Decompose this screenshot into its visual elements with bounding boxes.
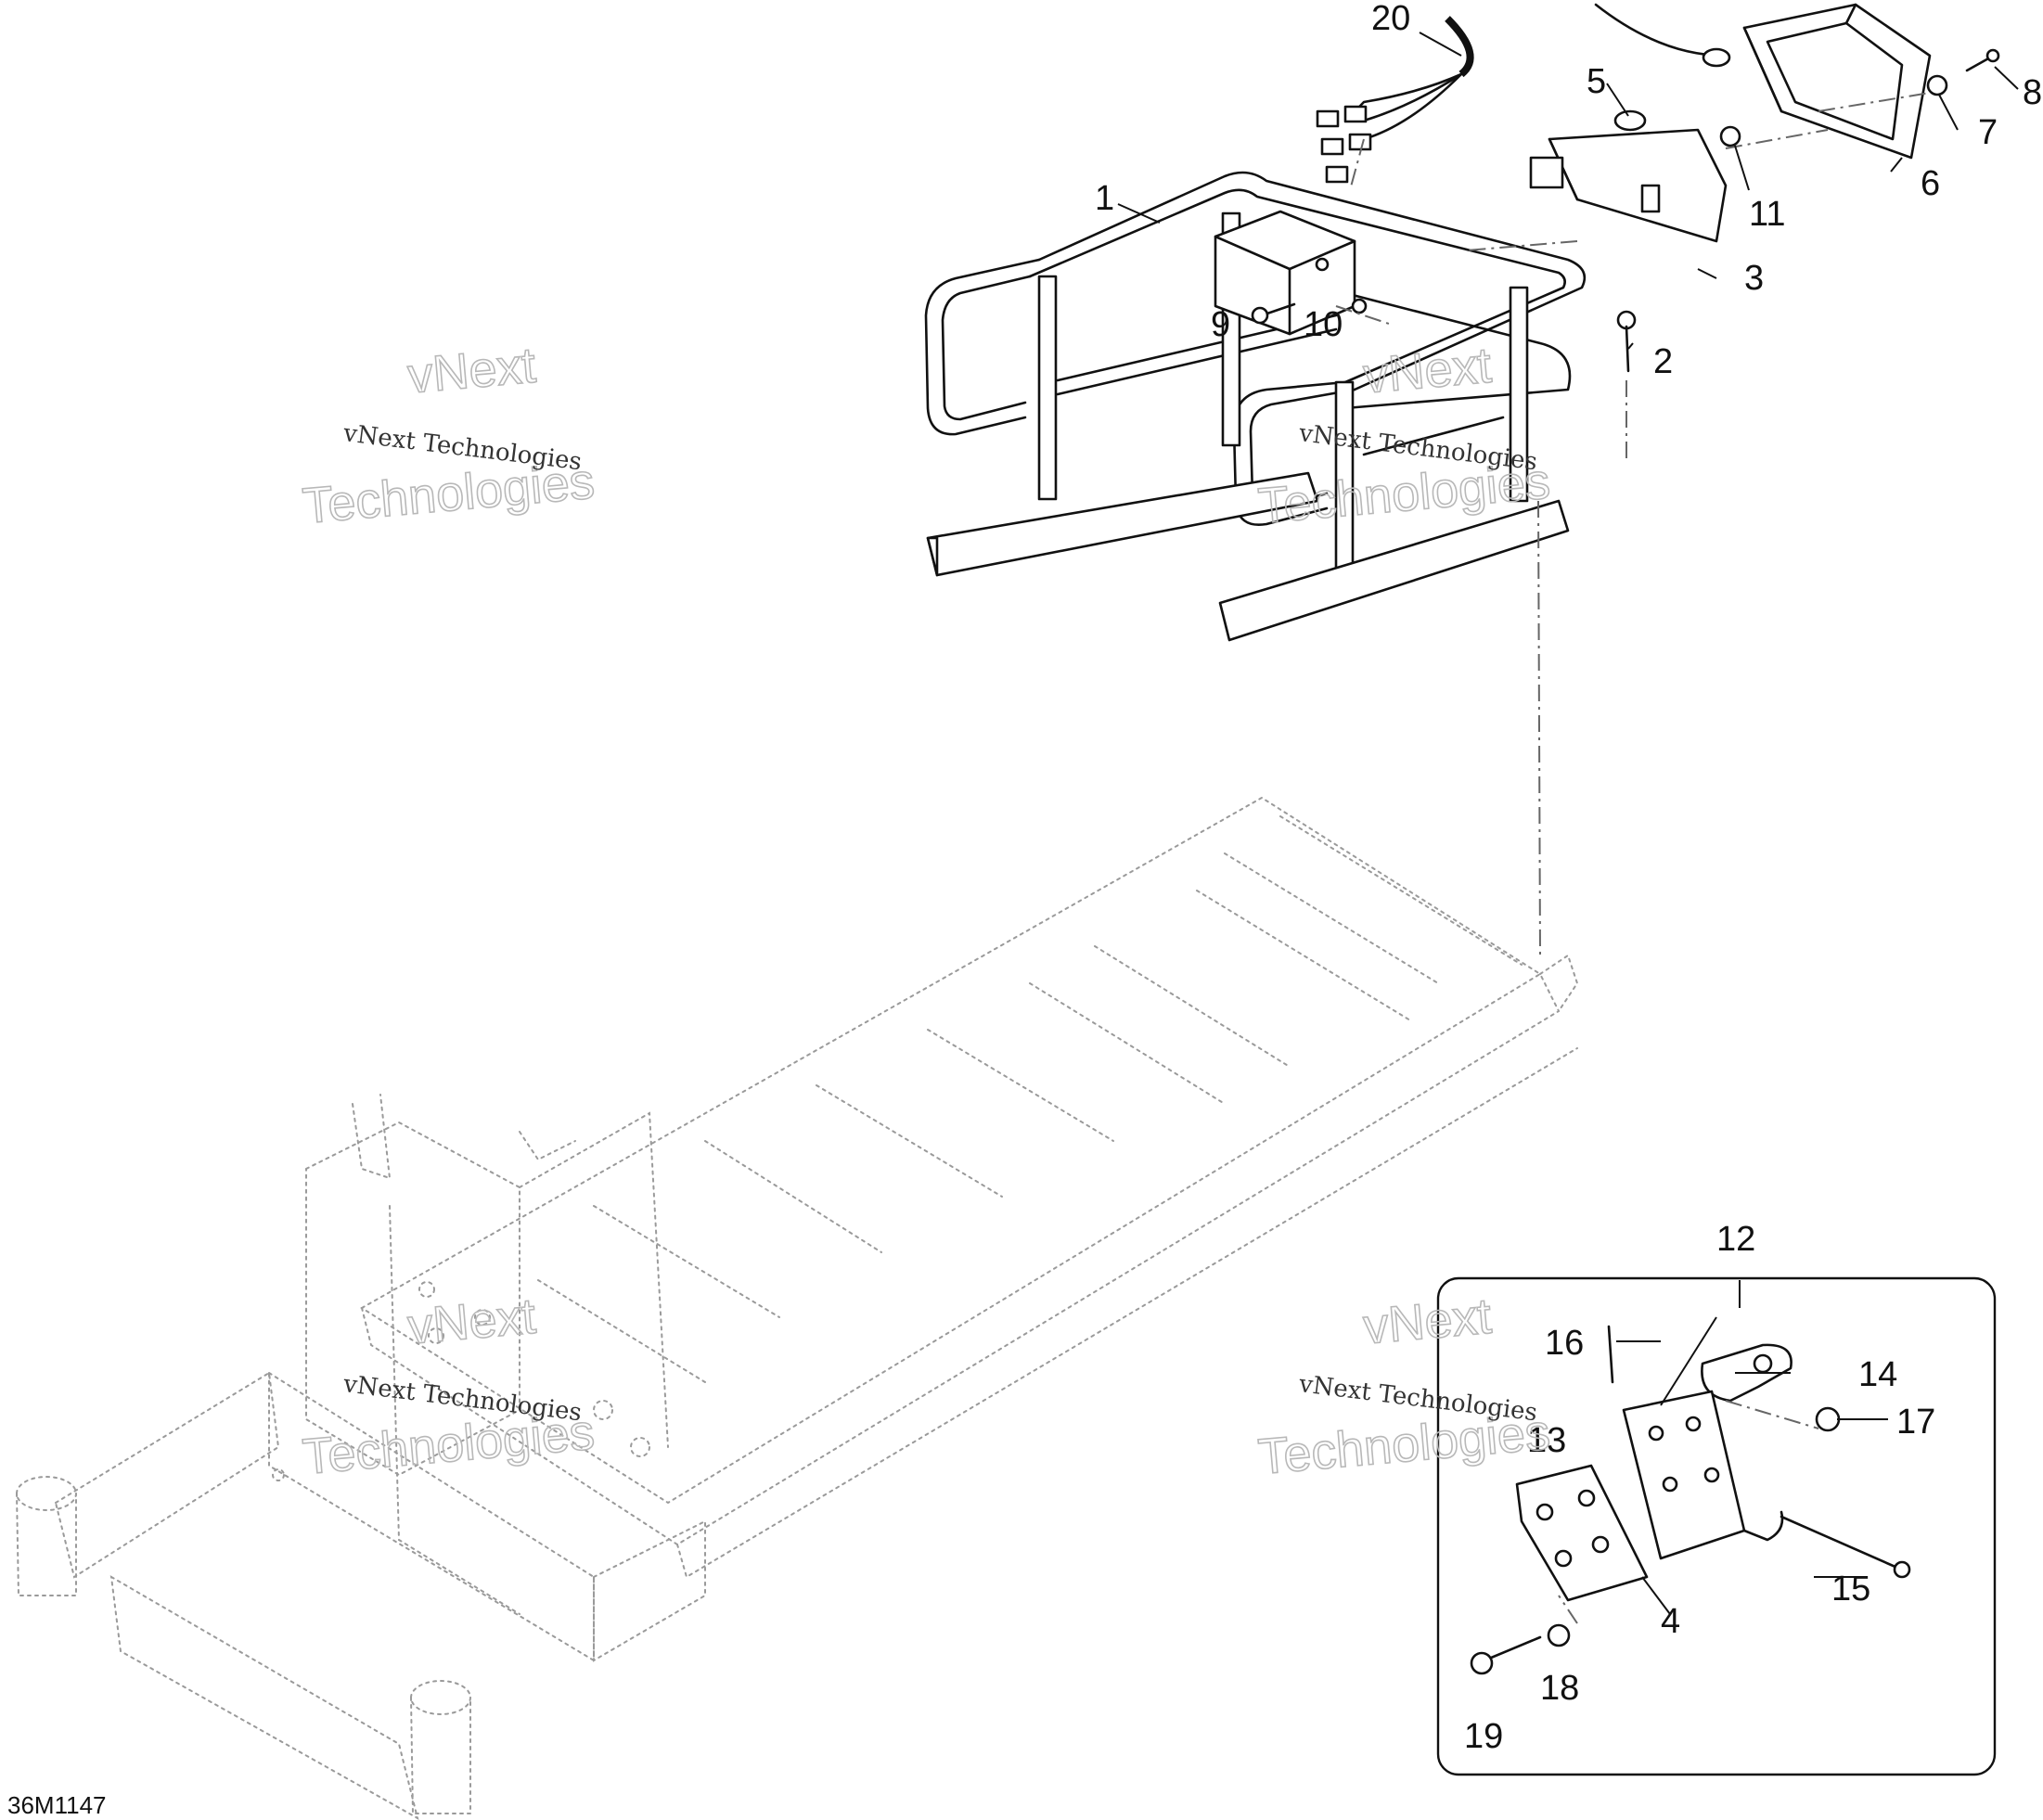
watermark-upper-center: vNext Technologies vNext Technologies — [1255, 337, 1553, 535]
callout-12: 12 — [1716, 1220, 1755, 1259]
fasteners — [1251, 48, 2000, 373]
callout-16: 16 — [1545, 1324, 1584, 1363]
callout-1: 1 — [1095, 179, 1114, 218]
chassis-ghost — [16, 796, 1579, 1820]
wiring-harness — [1316, 3, 1731, 184]
callout-labels: 1 2 3 4 5 6 7 8 9 10 11 12 13 14 15 16 1… — [1095, 0, 2042, 1756]
rack-frame — [924, 171, 1587, 642]
kit-box — [1436, 1276, 1997, 1776]
light-bracket — [1529, 128, 1728, 243]
watermark-big-line1: vNext — [405, 1288, 538, 1355]
callout-14: 14 — [1858, 1355, 1897, 1394]
callout-11: 11 — [1749, 195, 1785, 234]
tail-light — [1742, 3, 1932, 160]
callout-9: 9 — [1211, 305, 1230, 344]
locator-lines — [1335, 92, 1931, 956]
callout-4: 4 — [1661, 1602, 1680, 1641]
callout-15: 15 — [1831, 1570, 1870, 1609]
watermark-big-line1: vNext — [405, 338, 538, 404]
callout-7: 7 — [1978, 113, 1998, 152]
callout-8: 8 — [2023, 73, 2042, 112]
callout-5: 5 — [1587, 62, 1606, 101]
callout-10: 10 — [1304, 305, 1343, 344]
watermark-lower-left: vNext Technologies vNext Technologies — [300, 1288, 597, 1486]
drawing-code: 36M1147 — [7, 1791, 107, 1819]
callout-17: 17 — [1896, 1403, 1935, 1442]
watermark-lower-right: vNext Technologies vNext Technologies — [1255, 1288, 1553, 1486]
bulb-icon — [1613, 109, 1647, 132]
watermark-big-line1: vNext — [1361, 1288, 1494, 1355]
callout-20: 20 — [1371, 0, 1410, 38]
callout-19: 19 — [1464, 1717, 1503, 1756]
callout-3: 3 — [1744, 259, 1764, 298]
callout-18: 18 — [1540, 1669, 1579, 1708]
callout-2: 2 — [1653, 342, 1673, 381]
callout-6: 6 — [1921, 164, 1940, 203]
callout-13: 13 — [1527, 1421, 1566, 1460]
tunnel-slots — [537, 852, 1439, 1383]
leader-lines — [1117, 32, 2019, 1615]
watermark-big-line1: vNext — [1361, 338, 1494, 404]
hitch-kit-parts — [1470, 1325, 1911, 1675]
watermark-upper-left: vNext Technologies vNext Technologies — [300, 337, 597, 535]
